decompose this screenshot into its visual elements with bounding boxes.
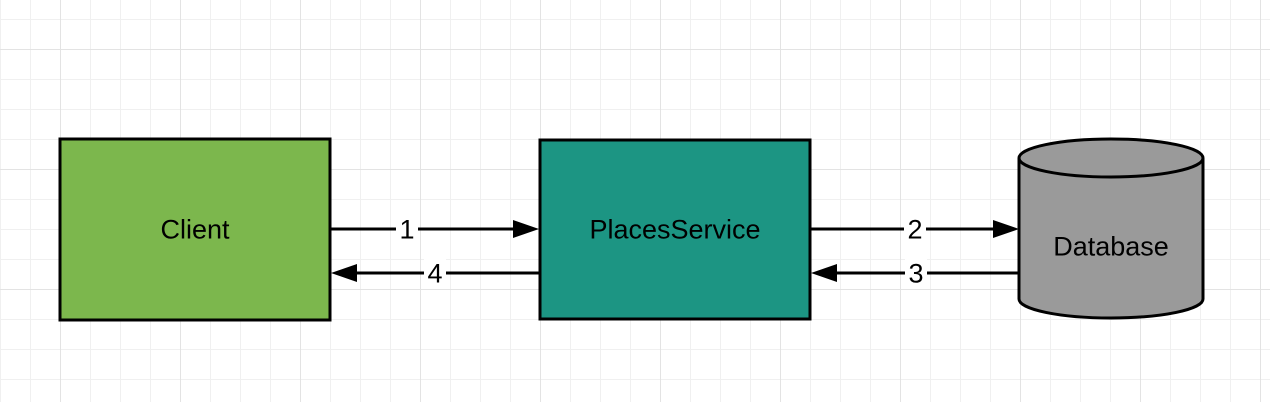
database-cylinder-body[interactable]: [1017, 137, 1205, 320]
places-service-node-box[interactable]: [538, 138, 812, 321]
edge-1-label-bg: [396, 214, 418, 244]
places-service-node[interactable]: PlacesService: [538, 138, 812, 321]
edge-4-label-bg: [424, 258, 446, 288]
edge-2-label: 2: [907, 214, 922, 244]
edge-1[interactable]: 1: [331, 214, 539, 244]
edge-3-label-bg: [905, 258, 927, 288]
edge-1-arrowhead: [513, 220, 539, 238]
database-node-label: Database: [1053, 231, 1169, 261]
client-node-box[interactable]: [58, 137, 332, 322]
database-node[interactable]: Database: [1017, 137, 1205, 320]
edge-2-label-bg: [904, 214, 926, 244]
edge-3-arrowhead: [811, 264, 837, 282]
client-node-label: Client: [160, 214, 230, 244]
places-service-node-label: PlacesService: [589, 214, 760, 244]
client-node[interactable]: Client: [58, 137, 332, 322]
edge-1-label: 1: [399, 214, 414, 244]
edge-4-label: 4: [427, 258, 442, 288]
edge-3-label: 3: [908, 258, 923, 288]
edge-4-arrowhead: [331, 264, 357, 282]
edge-2-arrowhead: [993, 220, 1019, 238]
edge-3[interactable]: 3: [811, 258, 1019, 288]
edge-4[interactable]: 4: [331, 258, 539, 288]
edge-2[interactable]: 2: [811, 214, 1019, 244]
database-cylinder-top-rim: [1017, 157, 1205, 179]
